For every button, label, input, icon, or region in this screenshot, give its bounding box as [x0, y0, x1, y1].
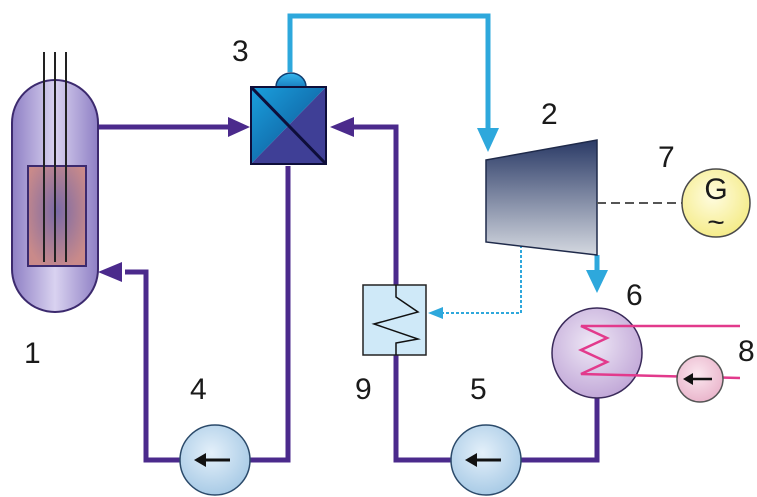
primary-loop-pipes	[97, 124, 291, 463]
steam-line	[287, 13, 600, 272]
cooling-pump	[676, 355, 724, 403]
condenser-shell	[551, 307, 643, 399]
sg-to-turbine-steam	[287, 13, 491, 130]
pump4-to-reactor-pipe	[125, 269, 180, 463]
feedwater-pipes	[352, 124, 600, 463]
heater-coil	[371, 285, 421, 355]
feed-pump-arrow-icon	[465, 453, 477, 467]
extraction-line	[443, 245, 522, 314]
condenser	[551, 307, 741, 399]
cooling-water-coil	[578, 324, 741, 380]
arrow-into-turbine	[477, 128, 499, 152]
label-steam-generator: 3	[232, 35, 249, 68]
heater-box	[362, 284, 427, 356]
sg-frame	[250, 86, 327, 165]
generator-ac-symbol: ~	[707, 206, 725, 239]
generator-circle	[681, 168, 751, 238]
arrow-into-sg	[228, 117, 250, 137]
steam-generator	[249, 72, 328, 166]
label-heater: 9	[355, 373, 372, 406]
heater-to-sg-pipe	[352, 124, 399, 285]
label-primary-pump: 4	[190, 373, 207, 406]
label-feed-pump: 5	[470, 373, 487, 406]
sg-dome	[275, 72, 307, 88]
control-rods	[43, 52, 67, 262]
cooling-pump-arrow-icon	[683, 373, 693, 385]
arrow-into-condenser	[586, 270, 608, 293]
arrow-into-heater	[428, 307, 443, 319]
label-generator: 7	[658, 141, 675, 174]
generator: G ~	[681, 168, 751, 239]
sg-diagonal	[249, 85, 328, 166]
turbine	[485, 139, 598, 256]
heater	[362, 284, 427, 356]
arrow-into-reactor	[98, 262, 122, 282]
label-condenser: 6	[626, 279, 643, 312]
reactor-core	[27, 165, 87, 267]
arrow-into-sg-feed	[330, 117, 354, 137]
pump5-to-heater-pipe	[393, 355, 452, 463]
feed-pump	[450, 424, 522, 496]
label-turbine: 2	[541, 98, 558, 131]
generator-symbol: G	[704, 173, 727, 206]
label-reactor: 1	[24, 337, 41, 370]
reactor	[11, 52, 99, 313]
label-cooling-pump: 8	[738, 335, 755, 368]
turbine-body	[485, 139, 598, 256]
condenser-to-pump5-pipe	[520, 398, 600, 463]
primary-pump	[179, 424, 251, 496]
primary-pump-arrow-icon	[194, 453, 206, 467]
sg-to-pump4-pipe	[250, 166, 291, 463]
